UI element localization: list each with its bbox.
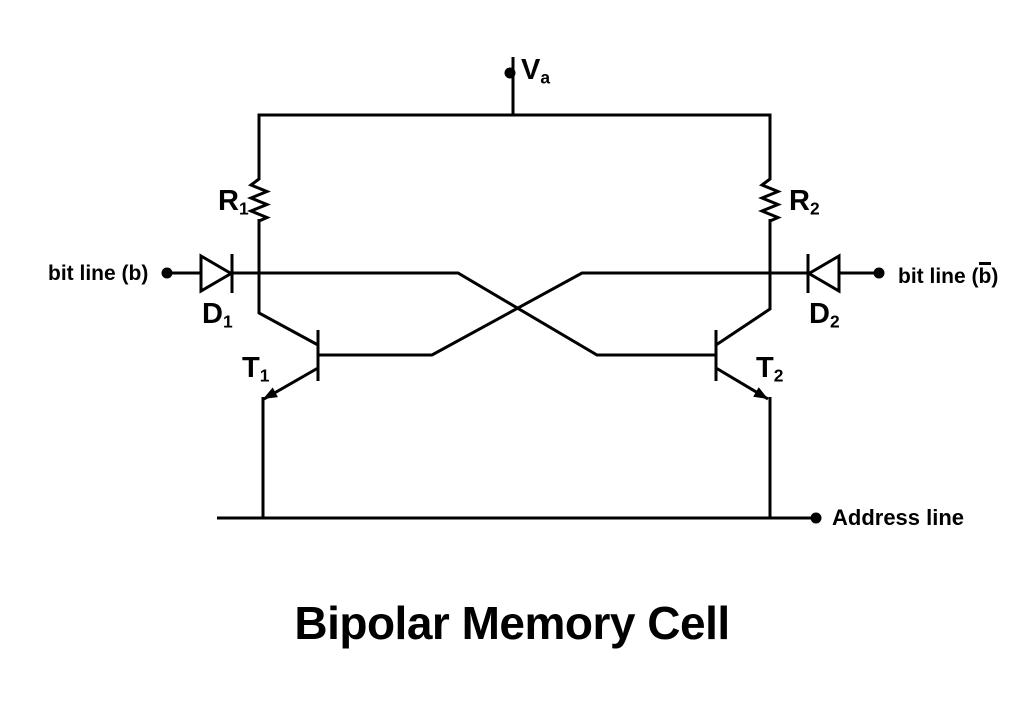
t1-label-base: T xyxy=(242,352,260,384)
transistor-t2-collector-wire xyxy=(715,219,772,347)
diode-d2-label: D2 xyxy=(809,298,840,332)
diode-d2-triangle xyxy=(806,253,841,294)
supply-label: Va xyxy=(521,54,551,88)
resistor-r2-label: R2 xyxy=(789,185,820,219)
bit-line-right-label-prefix: bit line ( xyxy=(898,265,979,288)
bit-line-right-label: bit line (b) xyxy=(898,262,998,288)
transistor-t1-emitter-arrow xyxy=(263,387,278,399)
bit-line-right-dot xyxy=(873,267,885,279)
transistor-t2-emitter-arrow xyxy=(753,387,768,399)
bit-line-left-label: bit line (b) xyxy=(48,262,149,285)
r1-label-base: R xyxy=(218,185,239,217)
supply-label-base: V xyxy=(521,54,541,86)
supply-terminal-dot xyxy=(504,67,516,79)
transistor-t1-collector-wire xyxy=(257,219,319,347)
r2-label-sub: 2 xyxy=(809,198,820,219)
bit-line-left-dot xyxy=(161,267,173,279)
supply-label-sub: a xyxy=(540,67,551,88)
t1-label-sub: 1 xyxy=(259,365,270,386)
t2-label-sub: 2 xyxy=(773,365,784,386)
d2-label-sub: 2 xyxy=(829,311,840,332)
t2-label-base: T xyxy=(756,352,774,384)
bit-line-right-label-suffix: ) xyxy=(991,265,999,288)
transistor-t1-label: T1 xyxy=(242,352,270,386)
transistor-t2-label: T2 xyxy=(756,352,784,386)
cross-coupling-wire-left-node-to-t2-base xyxy=(259,271,716,357)
d1-label-sub: 1 xyxy=(222,311,233,332)
cross-coupling-wire-right-node-to-t1-base xyxy=(318,271,770,357)
d1-label-base: D xyxy=(202,298,223,330)
resistor-r1 xyxy=(247,177,271,223)
d2-label-base: D xyxy=(809,298,830,330)
diagram-title: Bipolar Memory Cell xyxy=(294,597,730,649)
r1-label-sub: 1 xyxy=(238,198,249,219)
address-line-label: Address line xyxy=(832,505,965,530)
resistor-r1-label: R1 xyxy=(218,185,249,219)
top-rail-wire xyxy=(257,113,772,180)
resistor-r2 xyxy=(758,177,782,223)
r2-label-base: R xyxy=(789,185,810,217)
bit-line-right-label-overbar-b: b xyxy=(978,262,992,287)
diode-d1-triangle xyxy=(199,253,234,294)
address-line-dot xyxy=(810,512,822,524)
diode-d1-label: D1 xyxy=(202,298,233,332)
